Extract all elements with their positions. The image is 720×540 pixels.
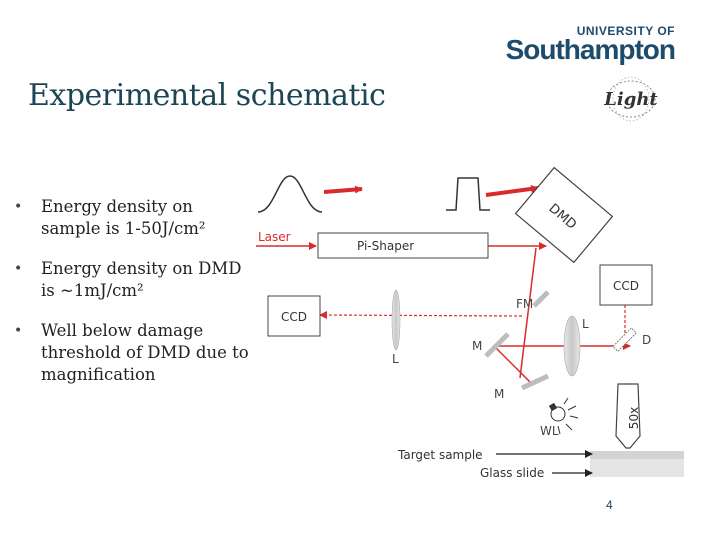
mirror-bottom-label: M xyxy=(494,387,504,401)
ccd-left-box xyxy=(267,295,321,337)
bullet-text: Energy density on DMD is ~1mJ/cm² xyxy=(41,259,242,300)
gaussian-profile xyxy=(257,175,323,213)
bullet-dot: • xyxy=(14,323,23,339)
experimental-schematic: Laser Pi-Shaper DMD CCD CCD L FM xyxy=(256,166,684,480)
light-logo-icon: Light xyxy=(603,76,658,122)
bullet-list: • Energy density on sample is 1-50J/cm² •… xyxy=(14,196,254,404)
glass-slide-layer xyxy=(590,459,684,477)
lens-center xyxy=(391,289,401,351)
flat-top-profile xyxy=(446,177,490,211)
page-number: 4 xyxy=(606,498,613,512)
lens-right xyxy=(563,315,581,377)
glass-slide-label: Glass slide xyxy=(480,466,544,480)
dichroic-label: D xyxy=(642,333,651,347)
ccd-right-label: CCD xyxy=(613,279,639,293)
fm-label: FM xyxy=(516,297,533,311)
beam-m-to-m xyxy=(493,345,533,385)
logo-university-of: UNIVERSITY OF xyxy=(576,24,675,38)
objective-label: 50x xyxy=(627,407,641,429)
lens-center-label: L xyxy=(392,352,399,366)
ccd-right-box xyxy=(599,264,653,306)
mirror-bottom xyxy=(520,373,550,391)
beam-dmd-down xyxy=(519,247,537,379)
target-sample-layer xyxy=(590,451,684,459)
slide-title: Experimental schematic xyxy=(28,78,386,113)
lens-right-label: L xyxy=(582,317,589,331)
pi-shaper-label: Pi-Shaper xyxy=(357,239,414,253)
bullet-text: Energy density on sample is 1-50J/cm² xyxy=(41,197,206,238)
light-logo-text: Light xyxy=(603,89,658,110)
white-light-lamp-icon xyxy=(548,397,579,435)
dmd-box: DMD xyxy=(514,166,614,264)
bullet-dot: • xyxy=(14,261,23,277)
laser-label: Laser xyxy=(258,230,291,244)
objective xyxy=(615,383,641,449)
flip-mirror xyxy=(532,290,550,308)
bullet-item: • Energy density on DMD is ~1mJ/cm² xyxy=(14,258,254,302)
bullet-item: • Energy density on sample is 1-50J/cm² xyxy=(14,196,254,240)
dichroic xyxy=(612,327,637,352)
input-beam-arrow xyxy=(323,185,363,194)
mirror-top-label: M xyxy=(472,339,482,353)
pi-shaper-box xyxy=(317,232,489,259)
mirror-top xyxy=(484,332,510,358)
target-sample-label: Target sample xyxy=(397,448,483,462)
wl-label: WL xyxy=(540,424,559,438)
logo-southampton: Southampton xyxy=(505,34,676,65)
bullet-dot: • xyxy=(14,199,23,215)
bullet-item: • Well below damage threshold of DMD due … xyxy=(14,320,254,386)
bullet-text: Well below damage threshold of DMD due t… xyxy=(41,321,249,384)
university-logo: UNIVERSITY OF Southampton Light xyxy=(506,18,695,128)
beam-fm-to-ccd xyxy=(319,311,523,320)
ccd-left-label: CCD xyxy=(281,310,307,324)
shaped-beam-arrow xyxy=(485,184,539,197)
